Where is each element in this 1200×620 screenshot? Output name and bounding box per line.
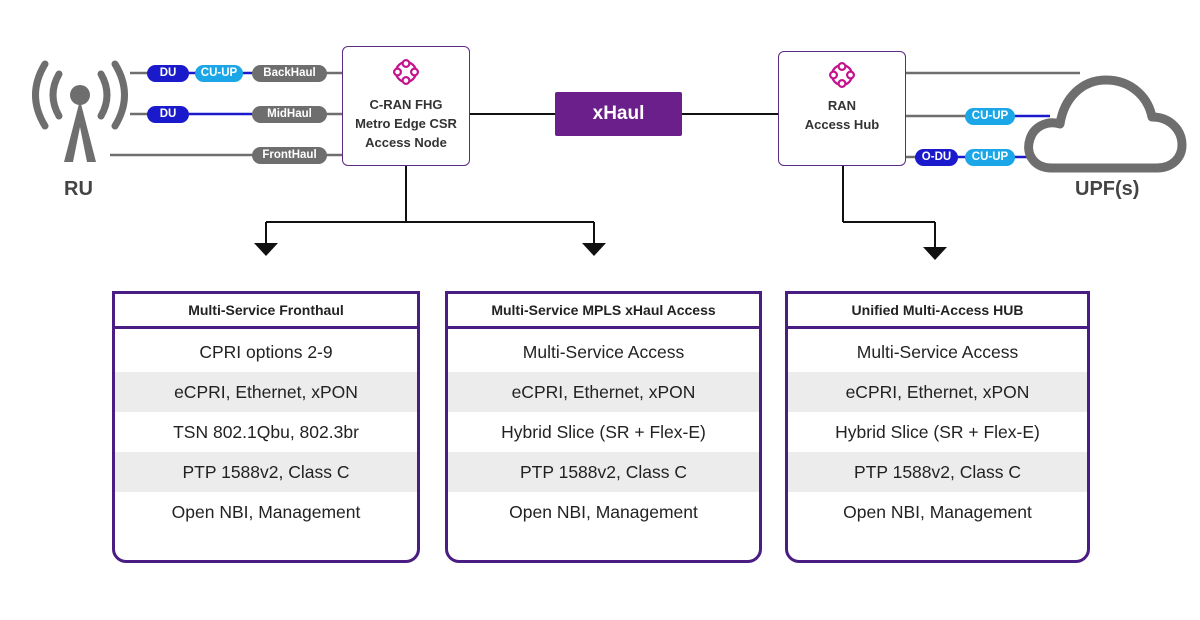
card-row: eCPRI, Ethernet, xPON: [448, 372, 759, 412]
card-row: eCPRI, Ethernet, xPON: [115, 372, 417, 412]
fronthaul-label: FrontHaul: [252, 147, 327, 164]
xhaul-label: xHaul: [555, 92, 682, 136]
card-row: TSN 802.1Qbu, 802.3br: [173, 422, 359, 442]
hub-down-connector: [842, 166, 947, 260]
csr-node-line-3: Access Node: [365, 135, 447, 150]
csr-down-connector: [254, 166, 606, 256]
upf-label: UPF(s): [1075, 178, 1140, 200]
card-row: PTP 1588v2, Class C: [788, 452, 1087, 492]
card-row: Multi-Service Access: [522, 342, 685, 362]
card-row: Hybrid Slice (SR + Flex-E): [835, 422, 1040, 442]
ru-label: RU: [64, 178, 93, 200]
card-row: Hybrid Slice (SR + Flex-E): [501, 422, 706, 442]
du-badge: DU: [147, 106, 189, 123]
card-row: Open NBI, Management: [843, 502, 1032, 522]
network-logo-icon: [828, 61, 856, 89]
radio-tower-icon: [32, 60, 128, 162]
card-row: PTP 1588v2, Class C: [448, 452, 759, 492]
backhaul-label: BackHaul: [252, 65, 327, 82]
card-row: CPRI options 2-9: [199, 342, 333, 362]
hub-node-line-2: Access Hub: [804, 117, 880, 132]
cloud-icon: [1024, 75, 1187, 173]
card-multi-service-fronthaul: Multi-Service Fronthaul CPRI options 2-9…: [112, 291, 420, 563]
card-multi-service-mpls-xhaul-access: Multi-Service MPLS xHaul Access Multi-Se…: [445, 291, 762, 563]
card-title: Multi-Service MPLS xHaul Access: [448, 294, 759, 329]
cu-up-badge: CU-UP: [965, 108, 1015, 125]
card-row: Open NBI, Management: [509, 502, 698, 522]
card-title: Unified Multi-Access HUB: [788, 294, 1087, 329]
csr-access-node[interactable]: C-RAN FHG Metro Edge CSR Access Node: [342, 46, 470, 166]
du-badge: DU: [147, 65, 189, 82]
network-logo-icon: [392, 58, 420, 86]
hub-node-line-1: RAN: [827, 98, 857, 113]
csr-node-line-2: Metro Edge CSR: [355, 116, 457, 131]
card-row: Multi-Service Access: [856, 342, 1019, 362]
card-row: PTP 1588v2, Class C: [115, 452, 417, 492]
card-unified-multi-access-hub: Unified Multi-Access HUB Multi-Service A…: [785, 291, 1090, 563]
card-title: Multi-Service Fronthaul: [115, 294, 417, 329]
card-row: eCPRI, Ethernet, xPON: [788, 372, 1087, 412]
csr-node-line-1: C-RAN FHG: [369, 97, 443, 112]
midhaul-label: MidHaul: [252, 106, 327, 123]
card-row: Open NBI, Management: [171, 502, 361, 522]
cu-up-badge: CU-UP: [965, 149, 1015, 166]
cu-up-badge: CU-UP: [195, 65, 243, 82]
o-du-badge: O-DU: [915, 149, 958, 166]
ran-access-hub-node[interactable]: RAN Access Hub: [778, 51, 906, 166]
